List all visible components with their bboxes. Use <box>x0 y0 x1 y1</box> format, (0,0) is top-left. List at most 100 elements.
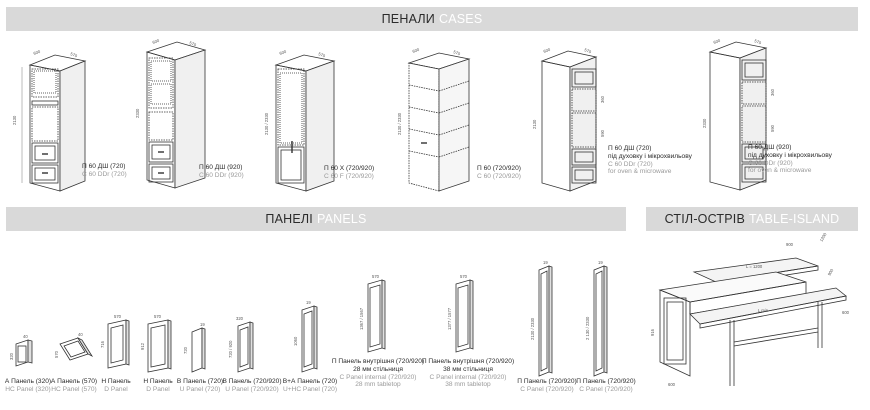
panel-width-dim: 320 <box>236 316 244 321</box>
panel-item: 19 1060 В+А Панель (720) U+HC Panel (720… <box>280 298 340 400</box>
panel-drawing: 19 720 <box>183 322 206 373</box>
case-item: 2130 600 570 360 590 П 60 ДШ (720) під д… <box>530 45 692 195</box>
case-caption: П 60 ДШ (720) під духовку і мікрохвильов… <box>608 145 692 176</box>
panel-caption-ua: П Панель внутрішня (720/920) <box>331 358 425 365</box>
panel-caption-ua: Н Панель <box>143 378 173 385</box>
panel-drawing: 19 2130 / 2330 <box>530 260 553 377</box>
panel-height-dim: 1367 / 1567 <box>359 307 364 330</box>
panel-caption-ua: П Панель (720/920) <box>517 378 577 385</box>
panel-width-dim: 19 <box>598 260 603 265</box>
panels-title-en: PANELS <box>316 212 367 226</box>
panel-caption-en: C Panel (720/920) <box>579 385 633 393</box>
panel-caption-ua: В Панель (720) <box>176 378 224 385</box>
island-title-ua: СТІЛ-ОСТРІВ <box>664 212 745 226</box>
island-dim: L = 1200 <box>746 264 763 269</box>
panel-width-dim: 19 <box>306 300 311 305</box>
panel-height-dim: 720 / 920 <box>228 340 233 358</box>
case-caption-ua: П 60 (720/920) <box>477 165 521 172</box>
case-niche-dim: 360 <box>600 95 605 103</box>
panels-section-header: ПАНЕЛІ PANELS <box>6 207 626 231</box>
case-caption-ua: П 60 ДШ (920) <box>748 144 792 151</box>
panel-item: 570 1367 / 1567 П Панель внутрішня (720/… <box>332 272 424 400</box>
case-caption: П 60 ДШ (920) під духовку і мікрохвильов… <box>748 144 832 175</box>
panel-item: 570 912 Н Панель D Panel <box>138 312 188 400</box>
case-drawing: 2130 / 2330 600 570 <box>397 47 471 192</box>
panel-drawing: 570 912 <box>140 314 172 373</box>
panel-height-dim: 320 <box>9 352 14 360</box>
case-depth-dim: 570 <box>70 51 79 58</box>
panel-drawing: 570 1367 / 1567 <box>359 274 386 353</box>
cases-title-ua: ПЕНАЛИ <box>381 12 435 26</box>
table-island: 900 1200 L = 1200 900 L min 600 916 600 <box>646 231 862 402</box>
case-depth-dim: 570 <box>754 38 763 45</box>
case-height-dim: 2330 <box>135 108 140 118</box>
panel-height-dim: 570 <box>54 350 59 358</box>
case-item: 2130 600 570 П 60 ДШ (720) C 60 DDr (720… <box>10 45 130 195</box>
panel-caption-en: U Panel (720/920) <box>225 385 279 393</box>
cases-section-header: ПЕНАЛИ CASES <box>6 7 858 31</box>
island-dim: 600 <box>842 310 850 315</box>
panel-item: 19 2 130 / 2330 П Панель (720/920) C Pan… <box>572 260 635 400</box>
panel-caption-ua: А Панель (570) <box>50 378 98 385</box>
case-item: 2130 / 2330 600 570 П 60 (720/920) C 60 … <box>395 45 530 195</box>
case-item: 2330 600 570 360 590 П 60 ДШ (920) під д… <box>700 38 860 198</box>
case-caption: П 60 ДШ (720) C 60 DDr (720) <box>82 163 127 179</box>
island-dim: L min <box>758 308 769 313</box>
panel-height-dim: 2 130 / 2330 <box>585 316 590 340</box>
case-caption-en: C 60 (720/920) <box>477 172 521 180</box>
case-caption: П 60 (720/920) C 60 (720/920) <box>477 165 521 181</box>
table-island-drawing: 900 1200 L = 1200 900 L min 600 916 600 <box>650 231 850 387</box>
case-width-dim: 600 <box>412 47 421 54</box>
case-niche-dim: 590 <box>770 124 775 132</box>
panel-width-dim: 19 <box>200 322 205 327</box>
island-section-header: СТІЛ-ОСТРІВ TABLE-ISLAND <box>646 207 858 231</box>
panel-height-dim: 912 <box>140 342 145 350</box>
case-caption-en: C 60 DDr (720) <box>608 160 653 168</box>
panel-caption: А Панель (570) HC Panel (570) <box>51 378 97 394</box>
panel-height-dim: 1377 / 1577 <box>447 307 452 330</box>
panel-caption-ua: В+А Панель (720) <box>282 378 338 385</box>
panel-item: 320 720 / 920 В Панель (720/920) U Panel… <box>222 312 282 400</box>
panel-width-dim: 570 <box>460 274 468 279</box>
island-dim: 900 <box>786 242 794 247</box>
panel-caption: В Панель (720) U Panel (720) <box>177 378 223 394</box>
panel-caption: П Панель внутрішня (720/920) 28 мм стіль… <box>332 358 424 389</box>
panel-caption: В Панель (720/920) U Panel (720/920) <box>222 378 281 394</box>
panel-height-dim: 1060 <box>293 336 298 346</box>
panel-item: 570 716 Н Панель D Panel <box>98 312 148 400</box>
island-title-en: TABLE-ISLAND <box>749 212 840 226</box>
panel-height-dim: 2130 / 2330 <box>530 317 535 340</box>
case-caption-en: C 60 DDr (920) <box>199 171 244 179</box>
case-caption-en-note: for oven & microwave <box>748 167 812 175</box>
case-height-dim: 2130 <box>12 115 17 125</box>
case-caption-ua-note: під духовку і мікрохвильову <box>748 151 832 159</box>
case-height-dim: 2130 / 2330 <box>397 112 402 135</box>
panel-caption-ua: В Панель (720/920) <box>222 378 282 385</box>
panel-height-dim: 720 <box>183 346 188 354</box>
panel-drawing: 570 716 <box>100 314 130 369</box>
case-caption-ua-note: під духовку і мікрохвильову <box>608 152 692 160</box>
panel-caption: П Панель (720/920) C Panel (720/920) <box>517 378 576 394</box>
panel-drawing: 320 720 / 920 <box>228 316 254 373</box>
panel-width-dim: 570 <box>114 314 122 319</box>
case-caption: П 60 ДШ (920) C 60 DDr (920) <box>199 164 244 180</box>
panel-drawing: 19 2 130 / 2330 <box>585 260 608 377</box>
cases-title-en: CASES <box>438 12 483 26</box>
panel-drawing: 40 570 <box>54 332 94 361</box>
panel-caption: В+А Панель (720) U+HC Panel (720) <box>283 378 337 394</box>
panel-caption-en: D Panel <box>104 385 128 393</box>
panel-item: 19 720 В Панель (720) U Panel (720) <box>177 318 228 400</box>
panel-item: 570 1377 / 1577 П Панель внутрішня (720/… <box>422 272 514 400</box>
island-dim: 600 <box>668 382 676 387</box>
case-caption-en-note: for oven & microwave <box>608 168 672 176</box>
case-niche-dim: 590 <box>600 129 605 137</box>
panel-caption: П Панель внутрішня (720/920) 38 мм стіль… <box>422 358 514 389</box>
case-width-dim: 600 <box>152 38 161 45</box>
case-niche-dim: 360 <box>770 88 775 96</box>
case-item: 2330 600 570 П 60 ДШ (920) C 60 DDr (920… <box>135 38 265 198</box>
case-caption-ua: П 60 Х (720/920) <box>324 165 375 172</box>
panel-caption-ua-note: 28 мм стільниця <box>353 365 403 373</box>
panel-caption-en: C Panel internal (720/920) <box>339 373 417 381</box>
panel-caption: А Панель (320) HC Panel (320) <box>5 378 51 394</box>
case-caption-en: C 60 F (720/920) <box>324 172 374 180</box>
